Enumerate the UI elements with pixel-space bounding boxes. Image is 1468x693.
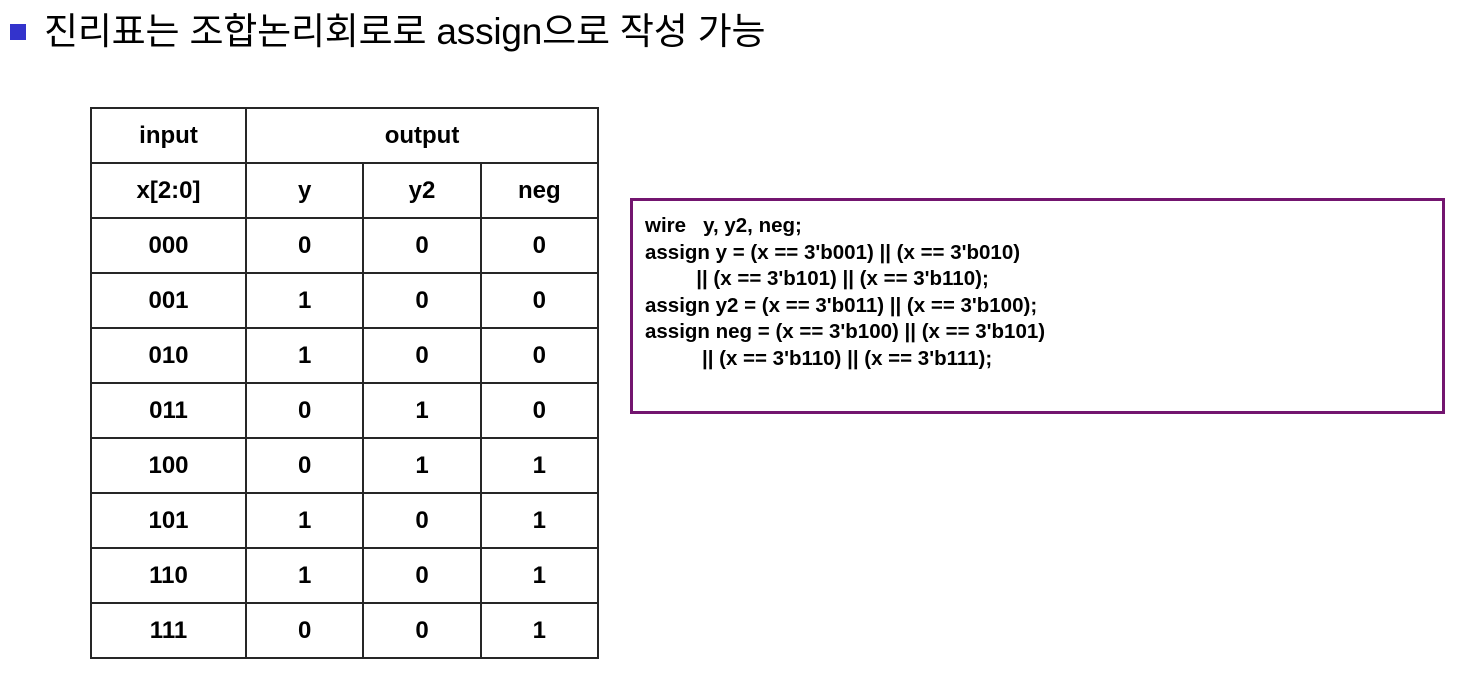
table-row: 111 0 0 1: [90, 602, 600, 659]
cell-y2: 0: [362, 272, 482, 329]
cell-y2: 0: [362, 217, 482, 274]
column-header-x: x[2:0]: [90, 162, 247, 219]
cell-y2: 0: [362, 602, 482, 659]
truth-table: input output x[2:0] y y2 neg 000 0 0 0 0…: [90, 107, 600, 659]
table-row: 110 1 0 1: [90, 547, 600, 604]
table-row: 101 1 0 1: [90, 492, 600, 549]
page-title: 진리표는 조합논리회로로 assign으로 작성 가능: [44, 10, 766, 52]
cell-x: 110: [90, 547, 247, 604]
cell-neg: 0: [479, 217, 600, 274]
table-row: 001 1 0 0: [90, 272, 600, 329]
cell-x: 101: [90, 492, 247, 549]
cell-x: 001: [90, 272, 247, 329]
cell-y2: 1: [362, 382, 482, 439]
cell-neg: 0: [479, 272, 600, 329]
table-group-header-row: input output: [90, 107, 599, 164]
cell-y2: 1: [362, 437, 482, 494]
table-column-header-row: x[2:0] y y2 neg: [90, 162, 600, 219]
cell-y: 0: [244, 217, 365, 274]
cell-y: 1: [244, 547, 365, 604]
verilog-code-text: wire y, y2, neg; assign y = (x == 3'b001…: [645, 214, 1046, 370]
cell-x: 011: [90, 382, 247, 439]
cell-neg: 0: [479, 327, 600, 384]
cell-y: 1: [244, 327, 365, 384]
cell-x: 010: [90, 327, 247, 384]
table-row: 011 0 1 0: [90, 382, 600, 439]
column-header-y: y: [244, 162, 365, 219]
table-row: 000 0 0 0: [90, 217, 600, 274]
cell-y: 0: [244, 437, 365, 494]
cell-y: 0: [244, 382, 365, 439]
cell-neg: 1: [479, 492, 600, 549]
cell-neg: 1: [479, 547, 600, 604]
table-row: 100 0 1 1: [90, 437, 600, 494]
table-row: 010 1 0 0: [90, 327, 600, 384]
cell-y: 0: [244, 602, 365, 659]
cell-neg: 1: [479, 437, 600, 494]
group-header-output: output: [245, 107, 599, 164]
verilog-code-box: wire y, y2, neg; assign y = (x == 3'b001…: [630, 198, 1445, 414]
column-header-y2: y2: [362, 162, 482, 219]
cell-x: 100: [90, 437, 247, 494]
group-header-input: input: [90, 107, 247, 164]
cell-y2: 0: [362, 492, 482, 549]
cell-x: 111: [90, 602, 247, 659]
slide-heading: 진리표는 조합논리회로로 assign으로 작성 가능: [0, 6, 766, 58]
cell-y: 1: [244, 492, 365, 549]
square-bullet-icon: [10, 24, 26, 40]
cell-y2: 0: [362, 547, 482, 604]
cell-neg: 1: [479, 602, 600, 659]
cell-neg: 0: [479, 382, 600, 439]
cell-y2: 0: [362, 327, 482, 384]
cell-y: 1: [244, 272, 365, 329]
cell-x: 000: [90, 217, 247, 274]
column-header-neg: neg: [479, 162, 600, 219]
